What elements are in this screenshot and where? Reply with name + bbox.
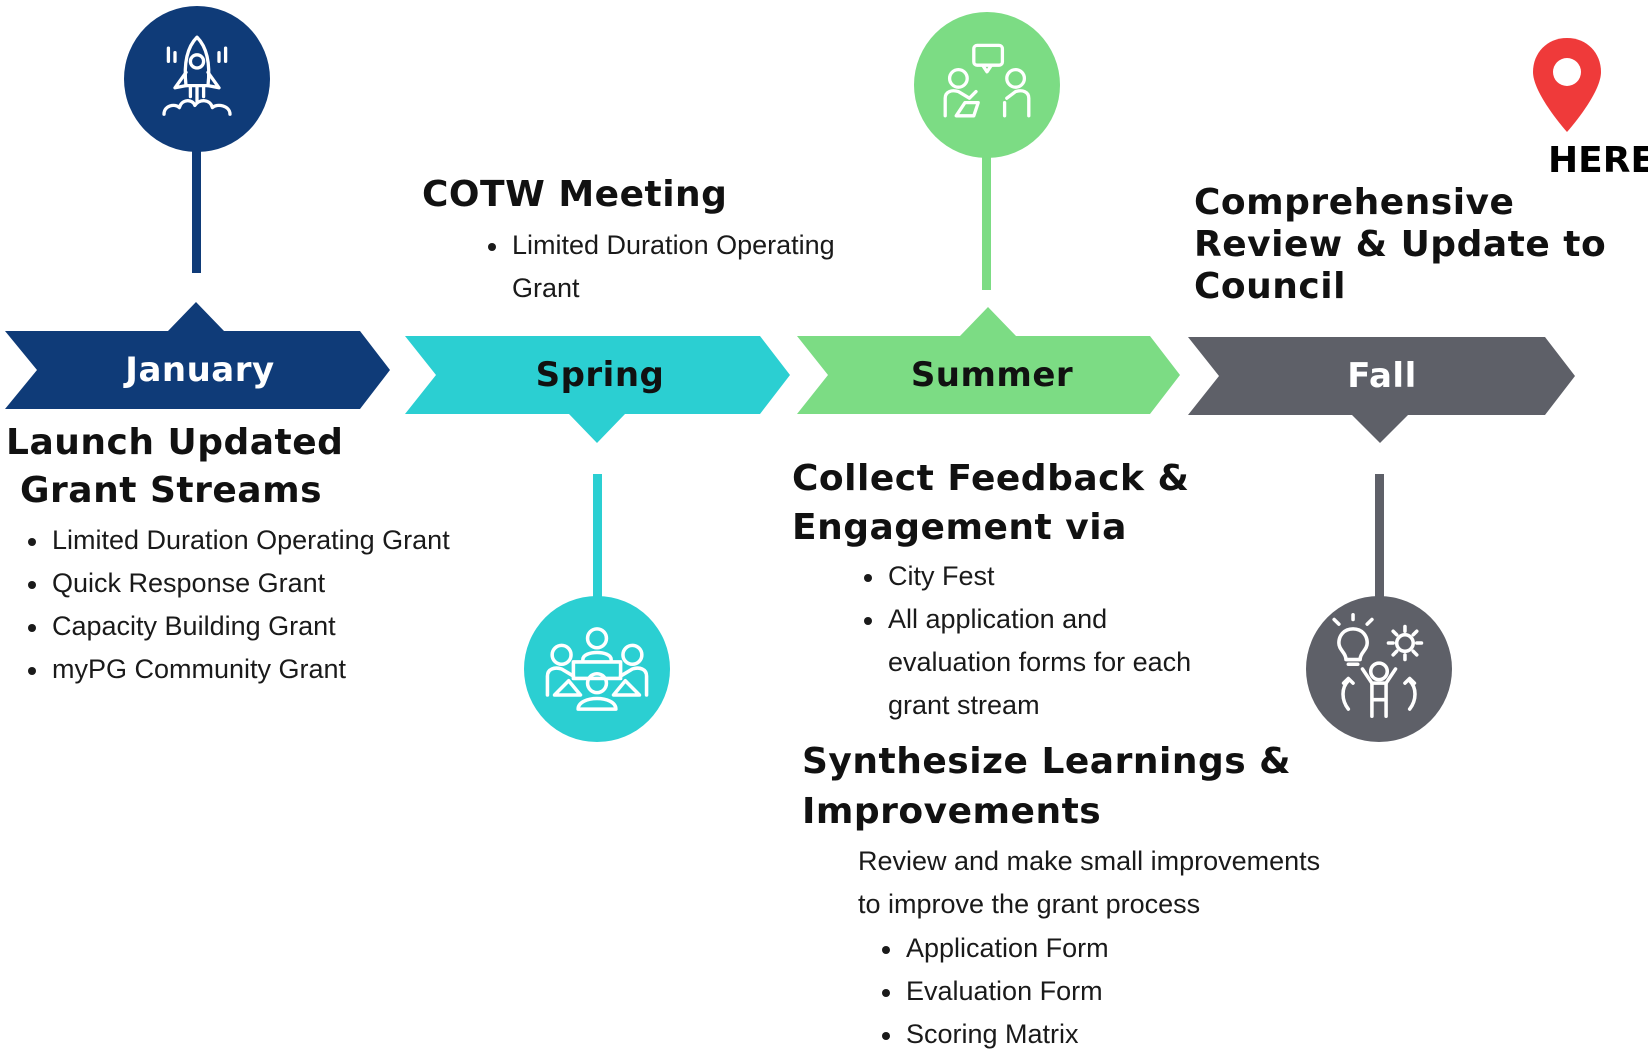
list-item: Application Form — [880, 927, 1109, 970]
summer-icon-circle — [914, 12, 1060, 158]
phase-label-fall: Fall — [1347, 356, 1417, 396]
spring-stem — [593, 474, 602, 600]
summer-item2-line3: grant stream — [888, 690, 1040, 720]
spring-icon-circle — [524, 596, 670, 742]
synth-desc-line1: Review and make small improvements — [858, 846, 1321, 876]
phase-label-january: January — [125, 350, 275, 390]
january-title-line2: Grant Streams — [20, 470, 323, 511]
list-item: Evaluation Form — [880, 970, 1109, 1013]
spring-item-list: Limited Duration Operating Grant — [486, 224, 835, 310]
summer-item2-line1: All application and — [888, 604, 1108, 634]
summer-stem — [982, 156, 991, 290]
here-label: HERE — [1548, 140, 1648, 181]
list-item: City Fest — [862, 555, 1191, 598]
list-item: Quick Response Grant — [26, 562, 450, 605]
fall-icon-circle — [1306, 596, 1452, 742]
spring-item-line1: Limited Duration Operating — [512, 230, 835, 260]
january-grant-list: Limited Duration Operating Grant Quick R… — [26, 519, 450, 691]
spring-title: COTW Meeting — [422, 174, 728, 215]
map-pin-icon — [1533, 38, 1601, 132]
fall-arrow — [1188, 337, 1575, 443]
list-item: Scoring Matrix — [880, 1013, 1109, 1056]
phase-label-summer: Summer — [910, 355, 1074, 395]
synth-title-line1: Synthesize Learnings & — [802, 741, 1292, 782]
january-icon-circle — [124, 6, 270, 152]
list-item: Capacity Building Grant — [26, 605, 450, 648]
discussion-icon — [943, 43, 1031, 118]
summer-arrow — [797, 307, 1180, 414]
list-item: All application and evaluation forms for… — [862, 598, 1191, 727]
fall-stem — [1375, 474, 1384, 600]
synth-desc-line2: to improve the grant process — [858, 889, 1201, 919]
fall-title-line3: Council — [1194, 266, 1346, 307]
january-arrow — [5, 302, 390, 409]
january-title-line1: Launch Updated — [6, 422, 344, 463]
summer-title-line1: Collect Feedback & — [792, 458, 1190, 499]
list-item: myPG Community Grant — [26, 648, 450, 691]
summer-item-list: City Fest All application and evaluation… — [862, 555, 1191, 727]
phase-label-spring: Spring — [535, 355, 665, 395]
summer-title-line2: Engagement via — [792, 507, 1127, 548]
list-item: Limited Duration Operating Grant — [486, 224, 835, 310]
summer-item2-line2: evaluation forms for each — [888, 647, 1192, 677]
list-item: Limited Duration Operating Grant — [26, 519, 450, 562]
team-meeting-icon — [545, 627, 649, 711]
rocket-launch-icon — [162, 35, 232, 116]
spring-item-line2: Grant — [512, 273, 580, 303]
ideas-improvement-icon — [1332, 612, 1424, 718]
synth-title-line2: Improvements — [802, 791, 1102, 832]
spring-arrow — [405, 336, 790, 443]
timeline-arrows — [5, 302, 1575, 443]
fall-title-line1: Comprehensive — [1194, 182, 1515, 223]
synth-item-list: Application Form Evaluation Form Scoring… — [880, 927, 1109, 1056]
fall-title-line2: Review & Update to — [1194, 224, 1607, 265]
january-stem — [192, 150, 201, 273]
